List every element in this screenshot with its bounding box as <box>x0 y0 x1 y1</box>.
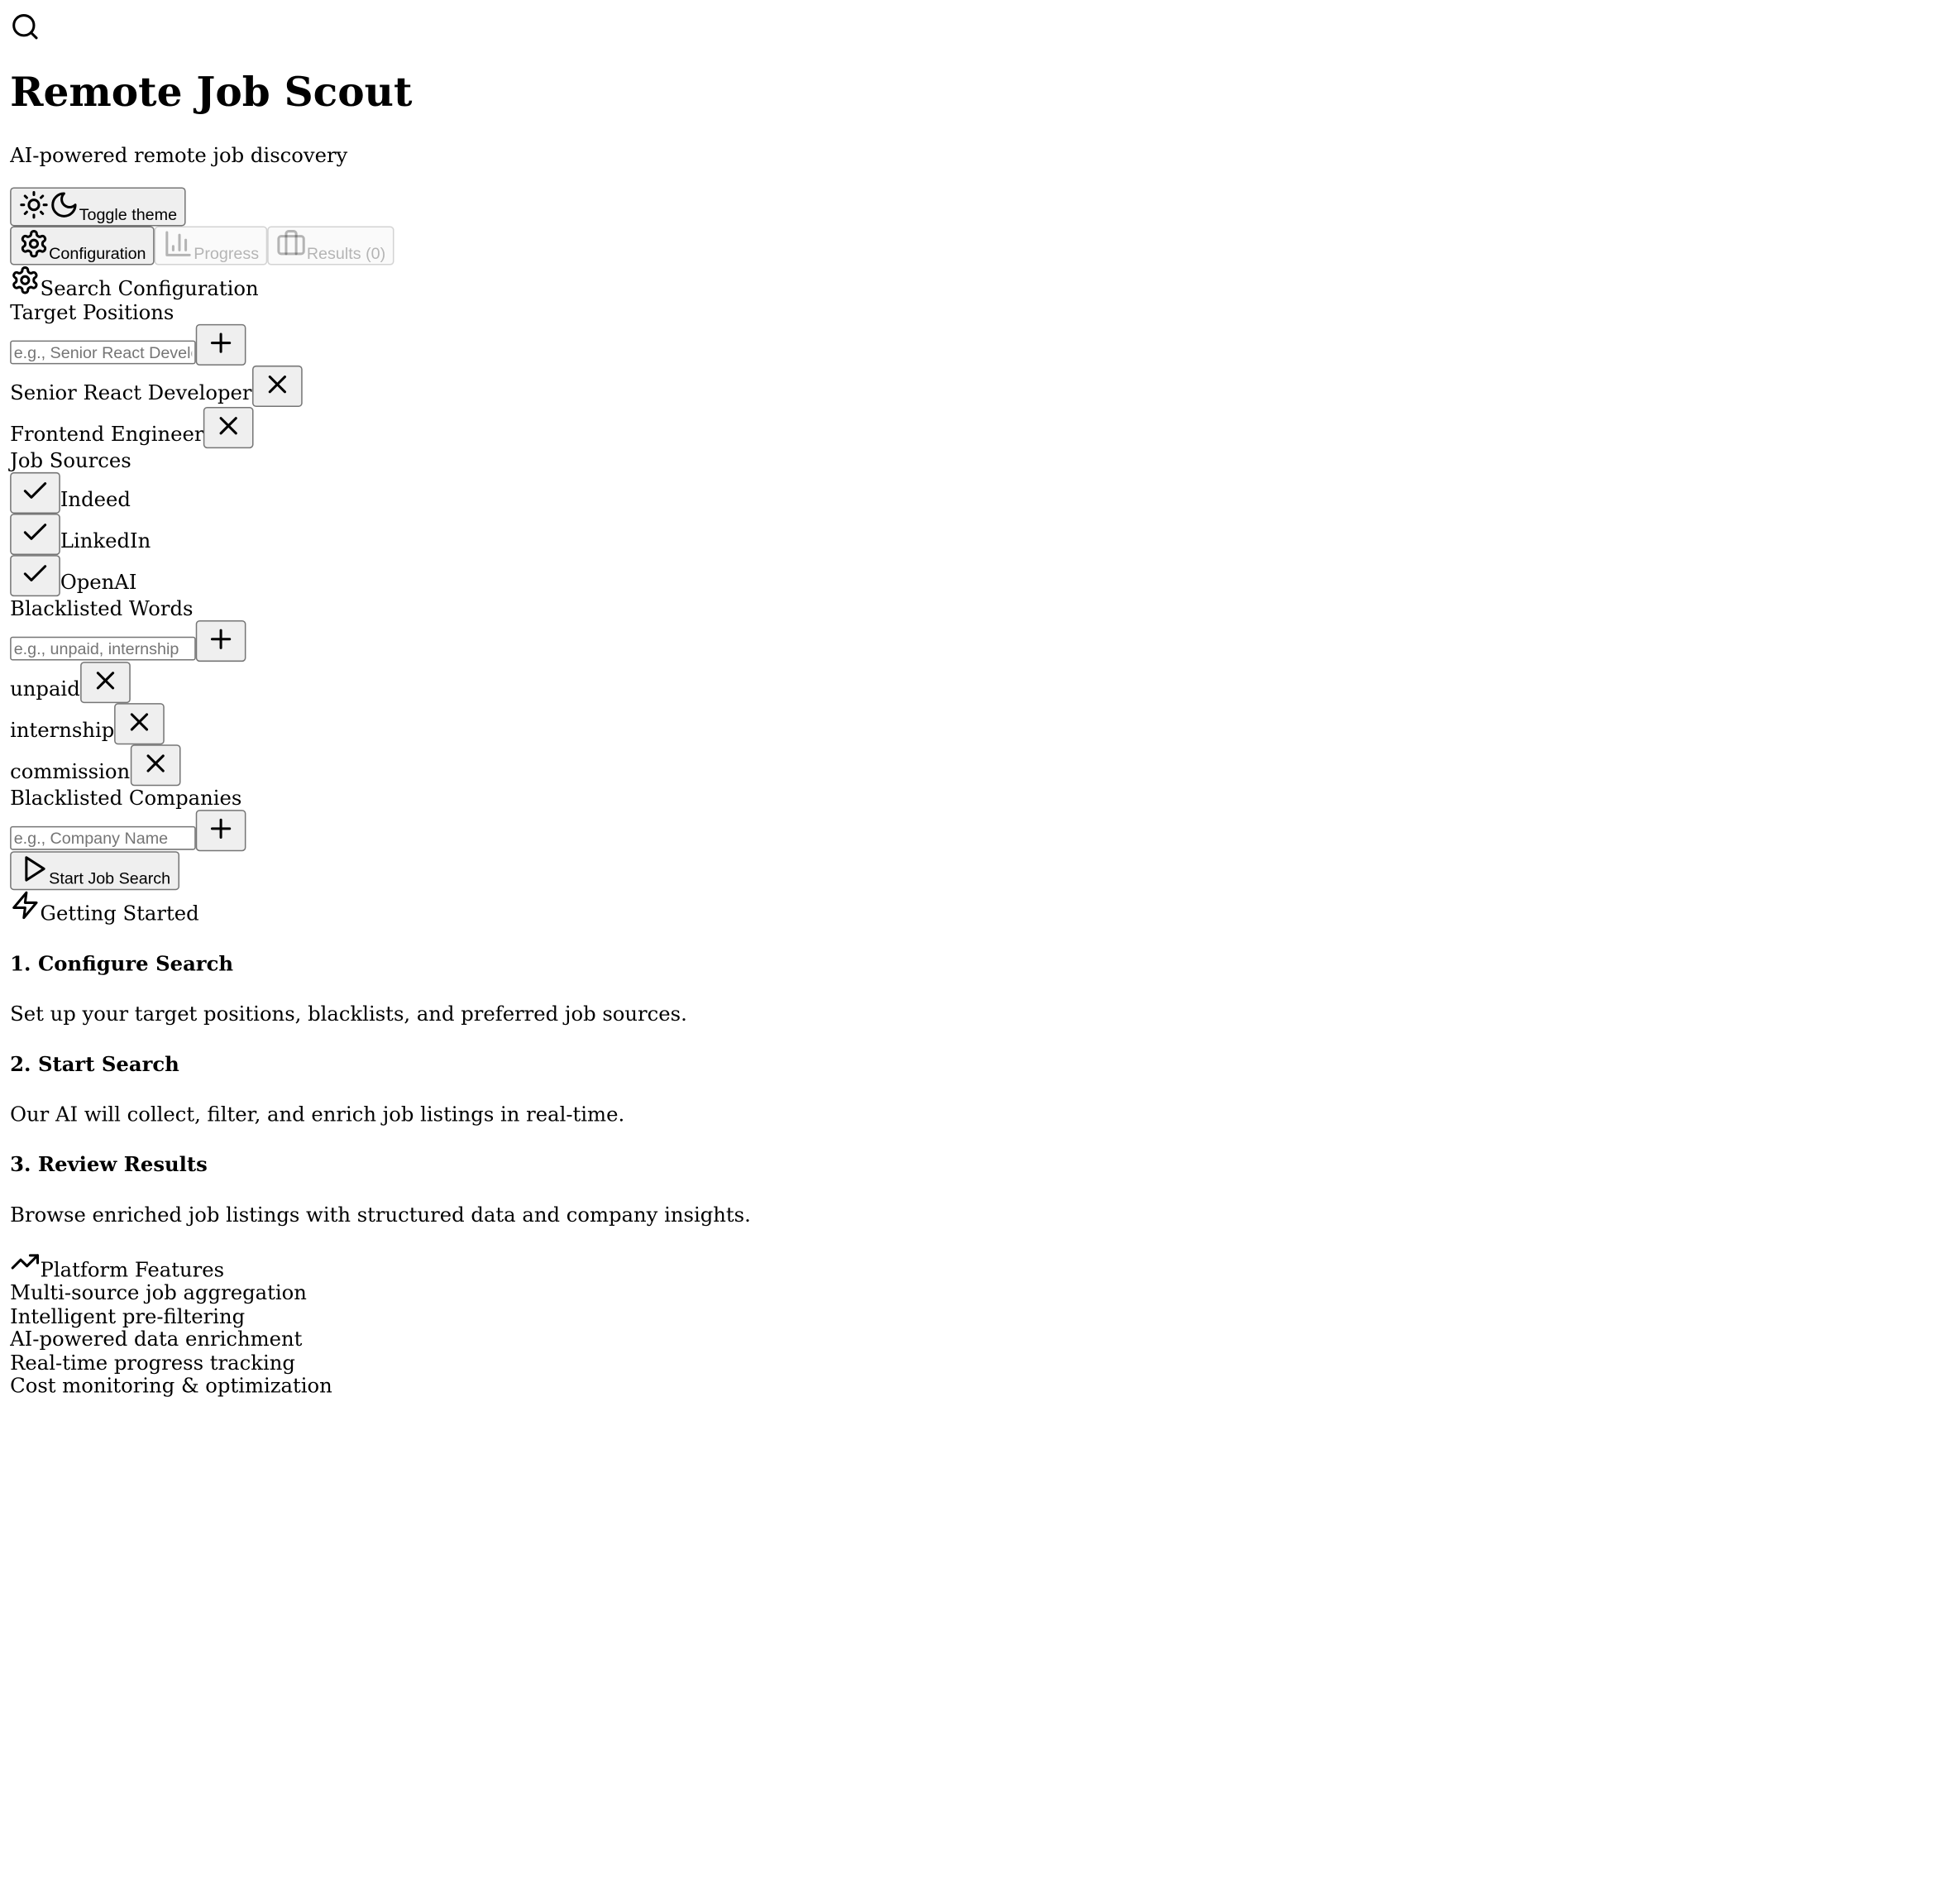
page: Remote Job Scout AI-powered remote job d… <box>0 12 1959 1398</box>
check-icon <box>20 565 50 593</box>
position-chip-label: Frontend Engineer <box>10 422 204 447</box>
job-source-checkbox[interactable] <box>10 514 60 556</box>
platform-features-title: Platform Features <box>40 1257 225 1282</box>
theme-toggle-button[interactable]: Toggle theme <box>10 187 186 227</box>
gear-icon <box>10 266 40 300</box>
getting-started-title: Getting Started <box>40 901 199 926</box>
tab-label: Progress <box>194 243 260 263</box>
tab-progress[interactable]: Progress <box>155 226 268 265</box>
word-chip-label: internship <box>10 718 115 743</box>
sun-icon <box>19 191 49 224</box>
close-icon <box>140 754 170 782</box>
remove-position-button[interactable] <box>203 407 255 449</box>
blacklisted-companies-label: Blacklisted Companies <box>10 786 242 811</box>
word-chip-label: commission <box>10 759 131 784</box>
add-company-button[interactable] <box>195 810 246 852</box>
gear-icon <box>19 230 49 263</box>
play-icon <box>19 856 49 887</box>
tab-results[interactable]: Results (0) <box>267 226 394 265</box>
job-source-label: LinkedIn <box>60 529 151 553</box>
search-icon <box>12 14 38 40</box>
close-icon <box>262 375 292 404</box>
section-heading: Search Configuration <box>10 265 1949 300</box>
job-source-label: Indeed <box>60 487 131 511</box>
plus-icon <box>206 629 236 658</box>
job-source-label: OpenAI <box>60 570 137 595</box>
add-position-button[interactable] <box>195 323 246 366</box>
page-title: Remote Job Scout <box>10 68 413 116</box>
theme-toggle-label: Toggle theme <box>79 204 178 224</box>
start-job-search-label: Start Job Search <box>49 868 171 888</box>
target-position-input[interactable] <box>10 340 196 365</box>
check-icon <box>20 482 50 510</box>
blacklisted-words-label: Blacklisted Words <box>10 596 194 620</box>
step-title: 2. Start Search <box>10 1052 179 1076</box>
job-source-option: LinkedIn <box>10 514 1949 556</box>
job-source-option: Indeed <box>10 471 1949 514</box>
word-chip-label: unpaid <box>10 677 80 701</box>
remove-word-button[interactable] <box>130 744 180 787</box>
remove-word-button[interactable] <box>114 703 165 745</box>
word-chip: commission <box>10 744 1949 787</box>
job-source-checkbox[interactable] <box>10 471 60 514</box>
position-chip: Senior React Developer <box>10 365 1949 408</box>
page-subtitle: AI-powered remote job discovery <box>10 143 348 168</box>
section-heading: Getting Started <box>10 890 1949 926</box>
feature-item: Cost monitoring & optimization <box>10 1373 332 1398</box>
tab-label: Results (0) <box>306 243 386 263</box>
feature-item: Intelligent pre-filtering <box>10 1303 246 1328</box>
step-description: Set up your target positions, blacklists… <box>10 1002 687 1026</box>
step-description: Browse enriched job listings with struct… <box>10 1203 751 1227</box>
step-title: 3. Review Results <box>10 1152 208 1177</box>
remove-position-button[interactable] <box>251 365 303 408</box>
feature-item: Real-time progress tracking <box>10 1350 295 1375</box>
plus-icon <box>206 332 236 362</box>
close-icon <box>214 417 244 445</box>
plus-icon <box>206 818 236 848</box>
features-list: Multi-source job aggregation Intelligent… <box>10 1280 1949 1398</box>
job-source-option: OpenAI <box>10 555 1949 597</box>
check-icon <box>20 524 50 552</box>
feature-item: Multi-source job aggregation <box>10 1280 307 1305</box>
search-configuration-title: Search Configuration <box>40 276 259 301</box>
job-sources-label: Job Sources <box>10 448 131 472</box>
feature-item: AI-powered data enrichment <box>10 1327 303 1351</box>
step-description: Our AI will collect, filter, and enrich … <box>10 1102 625 1126</box>
target-positions-label: Target Positions <box>10 300 174 324</box>
close-icon <box>90 672 120 700</box>
remove-word-button[interactable] <box>79 662 131 704</box>
close-icon <box>124 713 154 741</box>
tab-bar: Configuration Progress Results (0) <box>10 226 1949 265</box>
platform-features-section: Platform Features Multi-source job aggre… <box>10 1246 1949 1398</box>
word-chip: internship <box>10 703 1949 745</box>
moon-icon <box>49 192 79 224</box>
position-chip-label: Senior React Developer <box>10 380 252 404</box>
add-word-button[interactable] <box>195 619 246 662</box>
section-heading: Platform Features <box>10 1246 1949 1282</box>
start-job-search-button[interactable]: Start Job Search <box>10 851 179 891</box>
search-configuration-panel: Search Configuration Target Positions Se… <box>10 265 1949 891</box>
trending-up-icon <box>10 1254 40 1282</box>
tab-configuration[interactable]: Configuration <box>10 226 155 265</box>
getting-started-section: Getting Started 1. Configure Search Set … <box>10 890 1949 1227</box>
step-title: 1. Configure Search <box>10 951 234 976</box>
job-source-checkbox[interactable] <box>10 555 60 597</box>
blacklisted-word-input[interactable] <box>10 636 196 661</box>
lightning-icon <box>10 891 40 926</box>
tab-label: Configuration <box>49 243 146 263</box>
position-chip: Frontend Engineer <box>10 407 1949 449</box>
briefcase-icon <box>276 230 306 263</box>
bar-chart-icon <box>164 231 194 263</box>
blacklisted-company-input[interactable] <box>10 825 196 850</box>
word-chip: unpaid <box>10 662 1949 704</box>
